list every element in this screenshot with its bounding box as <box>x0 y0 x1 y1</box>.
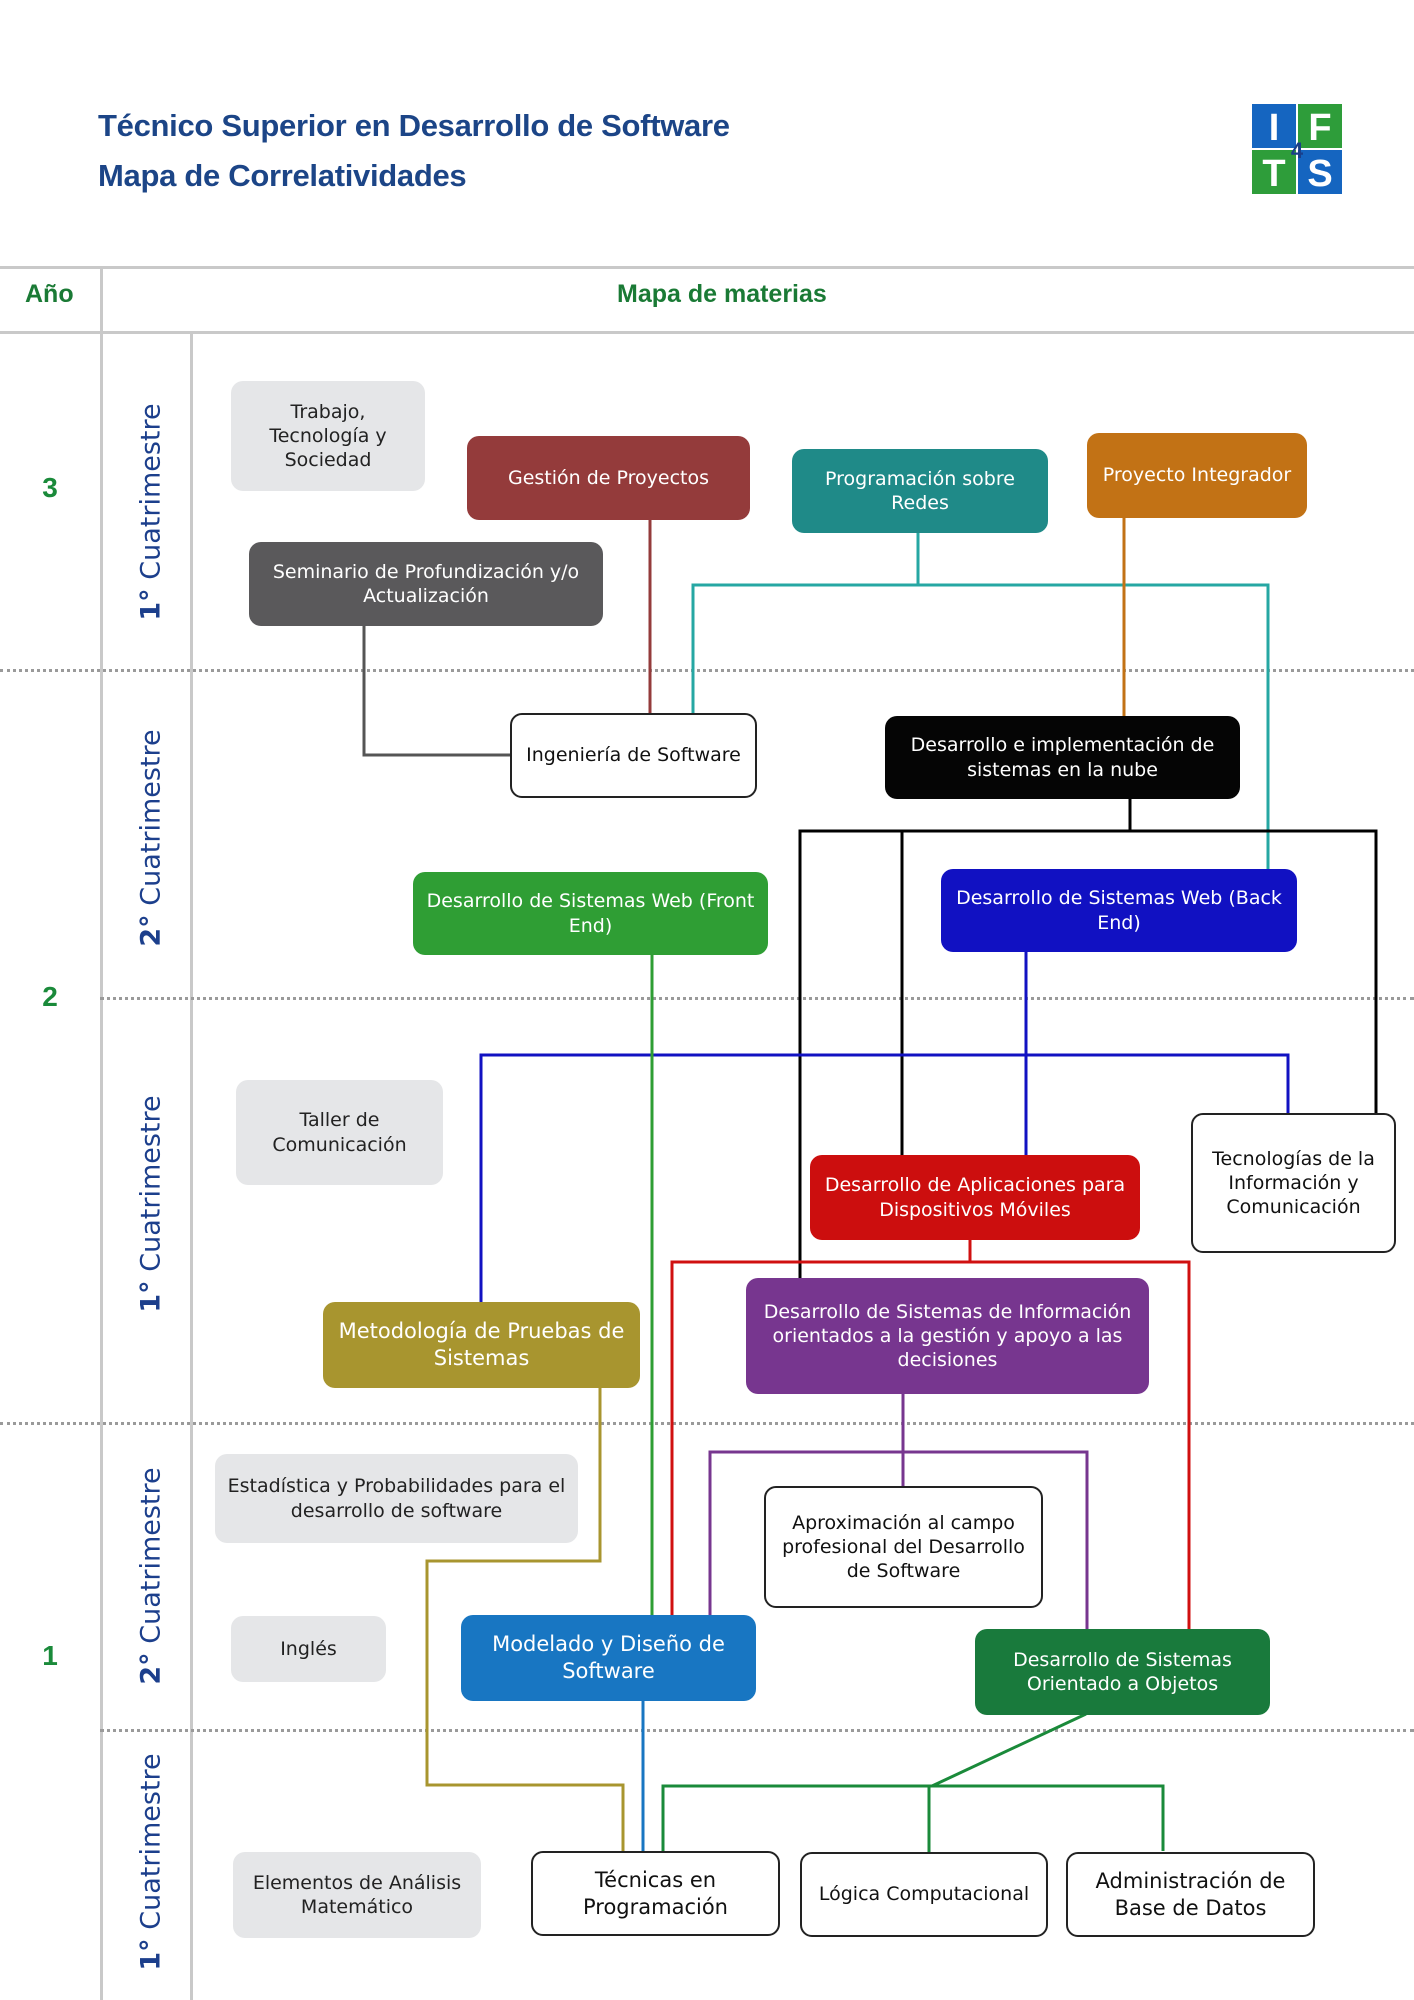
subject-sistemas-informacion: Desarrollo de Sistemas de Información or… <box>746 1278 1149 1394</box>
ifts4-logo: I F T S 4 <box>1252 104 1342 194</box>
subject-programacion-redes: Programación sobre Redes <box>792 449 1048 533</box>
programacion-redes-connector <box>691 533 1270 870</box>
year-label-1: 1 <box>42 1640 58 1671</box>
svg-text:T: T <box>1262 153 1285 194</box>
subject-metodologia-pruebas: Metodología de Pruebas de Sistemas <box>323 1302 640 1388</box>
subject-ingenieria-software: Ingeniería de Software <box>510 713 757 798</box>
year-column-divider <box>100 266 103 2000</box>
subject-web-front-end: Desarrollo de Sistemas Web (Front End) <box>413 872 768 955</box>
map-column-header: Mapa de materias <box>617 280 827 308</box>
subject-modelado-diseno: Modelado y Diseño de Software <box>461 1615 756 1701</box>
divider-year2-year1 <box>0 1422 1414 1425</box>
divider-year1-semesters <box>100 1729 1414 1732</box>
subject-analisis-matematico: Elementos de Análisis Matemático <box>233 1852 481 1938</box>
poo-connector <box>661 1712 1165 1853</box>
back-end-connector <box>479 952 1290 1303</box>
subject-seminario: Seminario de Profundización y/o Actualiz… <box>249 542 603 626</box>
moviles-connector <box>670 1239 1191 1630</box>
svg-text:I: I <box>1269 107 1280 149</box>
subject-web-back-end: Desarrollo de Sistemas Web (Back End) <box>941 869 1297 952</box>
svg-text:S: S <box>1307 153 1332 194</box>
year-column-header: Año <box>25 280 74 308</box>
semester-column-divider <box>190 331 193 2000</box>
subject-base-datos: Administración de Base de Datos <box>1066 1852 1315 1937</box>
sistemas-informacion-connector <box>708 1394 1089 1630</box>
subject-estadistica-probabilidades: Estadística y Probabilidades para el des… <box>215 1454 578 1543</box>
subject-aplicaciones-moviles: Desarrollo de Aplicaciones para Disposit… <box>810 1155 1140 1240</box>
page-title: Técnico Superior en Desarrollo de Softwa… <box>98 108 730 143</box>
metodologia-connector <box>425 1388 625 1851</box>
year-label-2: 2 <box>42 981 58 1012</box>
subject-ingles: Inglés <box>231 1616 386 1682</box>
subject-sistemas-orientado-objetos: Desarrollo de Sistemas Orientado a Objet… <box>975 1629 1270 1715</box>
subject-tecnicas-programacion: Técnicas en Programación <box>531 1851 780 1936</box>
subject-tecnologias-informacion: Tecnologías de la Información y Comunica… <box>1191 1113 1396 1253</box>
svg-text:4: 4 <box>1291 138 1304 163</box>
subject-taller-comunicacion: Taller de Comunicación <box>236 1080 443 1185</box>
table-header-border <box>0 331 1414 334</box>
subject-trabajo-tecnologia-sociedad: Trabajo, Tecnología y Sociedad <box>231 381 425 491</box>
subject-aproximacion-campo-profesional: Aproximación al campo profesional del De… <box>764 1486 1043 1608</box>
svg-text:F: F <box>1308 107 1331 149</box>
subject-proyecto-integrador: Proyecto Integrador <box>1087 433 1307 518</box>
year-label-3: 3 <box>42 472 58 503</box>
seminario-connector <box>362 626 512 757</box>
subject-logica-computacional: Lógica Computacional <box>800 1852 1048 1937</box>
subject-gestion-proyectos: Gestión de Proyectos <box>467 436 750 520</box>
table-top-border <box>0 266 1414 269</box>
divider-year2-semesters <box>100 997 1414 1000</box>
page-subtitle: Mapa de Correlatividades <box>98 158 467 193</box>
subject-sistemas-nube: Desarrollo e implementación de sistemas … <box>885 716 1240 799</box>
divider-year3-year2 <box>0 669 1414 672</box>
